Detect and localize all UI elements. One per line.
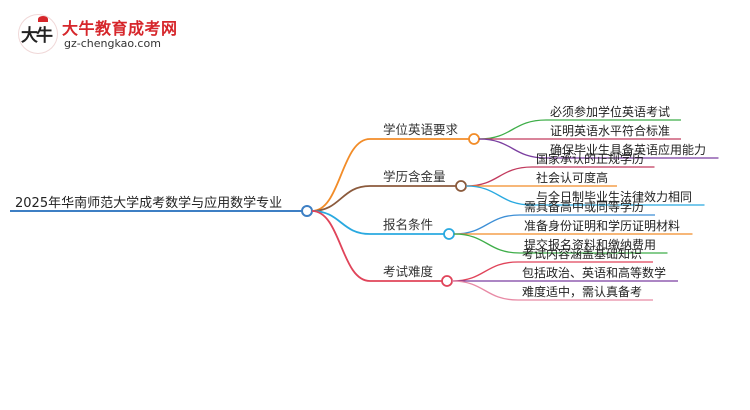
child-label: 难度适中，需认真备考 — [522, 284, 642, 299]
branch-node-circle — [443, 228, 455, 240]
child-connector — [465, 185, 533, 206]
logo-url: gz-chengkao.com — [64, 37, 161, 50]
branch-label: 报名条件 — [383, 217, 433, 232]
child-label: 考试内容涵盖基础知识 — [522, 246, 642, 261]
child-label: 国家承认的正规学历 — [536, 151, 644, 166]
root-node: 2025年华南师范大学成考数学与应用数学专业 — [15, 195, 282, 211]
child-connector — [478, 119, 547, 140]
branch-node-circle — [468, 133, 480, 145]
branch-connector — [311, 185, 371, 212]
child-label: 提交报名资料和缴纳费用 — [524, 237, 656, 252]
branch-label: 学历含金量 — [383, 169, 446, 184]
child-connector — [465, 166, 533, 187]
site-logo[interactable]: 大牛 大牛教育成考网 gz-chengkao.com — [18, 14, 193, 56]
child-connector — [453, 214, 521, 235]
branch-node-circle — [455, 180, 467, 192]
child-connector — [451, 261, 519, 282]
child-connector — [453, 233, 521, 254]
branch-node-circle — [441, 275, 453, 287]
branch-label: 考试难度 — [383, 264, 434, 279]
branch-label: 学位英语要求 — [383, 122, 459, 137]
child-label: 需具备高中或同等学历 — [524, 199, 644, 214]
child-label: 必须参加学位英语考试 — [550, 104, 670, 119]
child-label: 确保毕业生具备英语应用能力 — [550, 142, 706, 157]
child-label: 包括政治、英语和高等数学 — [522, 265, 666, 280]
branch-connector — [311, 138, 371, 212]
root-node-circle — [301, 205, 313, 217]
branch-connector — [311, 210, 371, 235]
logo-mark-icon: 大牛 — [18, 14, 58, 54]
branch-connector — [311, 210, 371, 282]
logo-title: 大牛教育成考网 — [62, 19, 178, 38]
child-label: 准备身份证明和学历证明材料 — [524, 218, 680, 233]
child-connector — [478, 138, 547, 159]
child-label: 与全日制毕业生法律效力相同 — [536, 189, 692, 204]
child-connector — [451, 280, 519, 301]
child-label: 证明英语水平符合标准 — [550, 123, 670, 138]
child-label: 社会认可度高 — [536, 170, 608, 185]
